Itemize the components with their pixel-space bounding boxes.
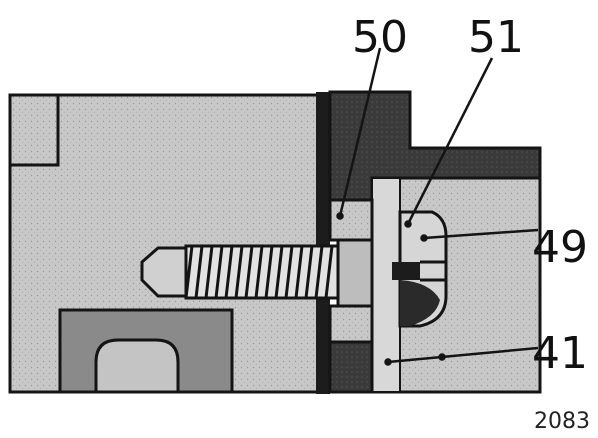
screw-head	[392, 210, 448, 328]
callout-50: 50	[352, 12, 408, 63]
leader-51	[406, 57, 494, 225]
leader-41	[387, 346, 539, 364]
screw	[140, 238, 374, 308]
callout-41: 41	[532, 328, 588, 379]
housing-block	[8, 93, 320, 394]
leader-lines	[336, 47, 539, 366]
leader-50	[338, 47, 382, 217]
spacer-block-lower	[328, 304, 374, 344]
figure-number: 2083	[534, 409, 590, 434]
lower-cavity	[58, 308, 234, 394]
spacer-block-upper	[328, 198, 374, 242]
right-frame	[370, 176, 542, 394]
leader-49	[423, 228, 539, 240]
callout-51: 51	[468, 12, 524, 63]
lower-dark-block	[328, 340, 374, 394]
callout-49: 49	[532, 222, 588, 273]
separator-band	[316, 92, 330, 394]
